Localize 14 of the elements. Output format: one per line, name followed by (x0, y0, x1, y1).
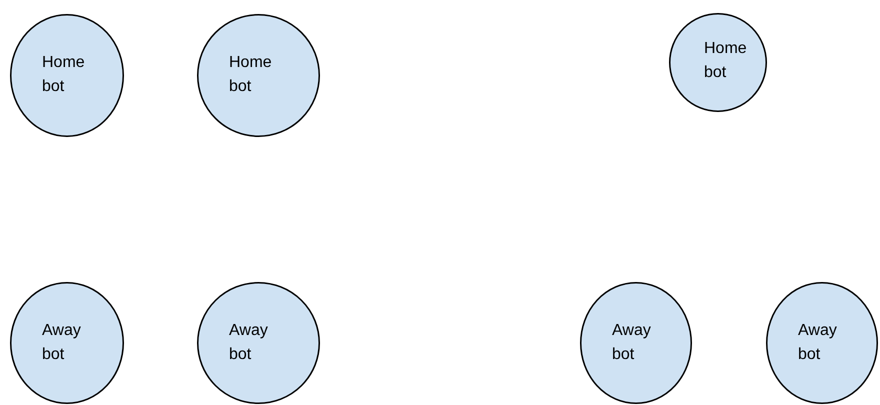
node-ellipse (10, 282, 124, 404)
node-label: Away bot (798, 321, 838, 365)
node-label: Away bot (612, 321, 652, 365)
node-ellipse (669, 13, 767, 112)
node-ellipse (197, 282, 320, 404)
node-label: Home bot (704, 39, 748, 83)
node-ellipse (580, 282, 692, 404)
node-label: Away bot (42, 321, 82, 365)
node-label: Home bot (42, 53, 86, 97)
node-ellipse (766, 282, 878, 404)
node-ellipse (10, 14, 124, 137)
node-ellipse (197, 14, 320, 137)
node-label: Home bot (229, 53, 273, 97)
node-label: Away bot (229, 321, 269, 365)
